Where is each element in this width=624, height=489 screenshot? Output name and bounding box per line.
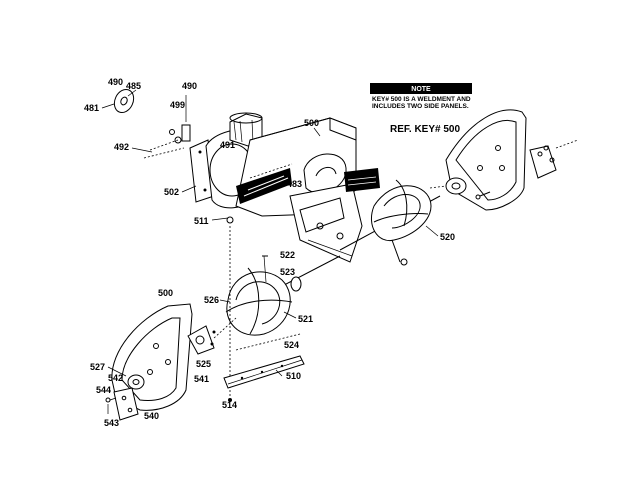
note-box: NOTE KEY# 500 IS A WELDMENT AND INCLUDES… bbox=[370, 83, 472, 110]
callout-522: 522 bbox=[280, 250, 295, 260]
callout-526: 526 bbox=[204, 295, 219, 305]
callout-525: 525 bbox=[196, 359, 211, 369]
callout-511: 511 bbox=[194, 216, 209, 226]
right-auger bbox=[339, 179, 441, 266]
callout-542: 542 bbox=[108, 373, 123, 383]
callout-502: 502 bbox=[164, 187, 179, 197]
callout-523: 523 bbox=[280, 267, 295, 277]
left-side-panel bbox=[105, 303, 237, 421]
shave-plate-bolt bbox=[226, 216, 234, 402]
shave-plate bbox=[223, 333, 305, 389]
callout-500-left: 500 bbox=[158, 288, 173, 298]
callout-500-top: 500 bbox=[304, 118, 319, 128]
callout-labels: 490 485 481 490 499 492 491 502 500 483 … bbox=[84, 77, 455, 428]
callout-483: 483 bbox=[287, 179, 302, 189]
auger-housing bbox=[189, 112, 380, 263]
callout-510: 510 bbox=[286, 371, 301, 381]
bearing-flange-part bbox=[143, 95, 191, 159]
ref-key-label: REF. KEY# 500 bbox=[390, 124, 460, 135]
washer-part bbox=[113, 88, 137, 114]
right-side-panel bbox=[429, 109, 579, 211]
callout-485: 485 bbox=[126, 81, 141, 91]
note-header-bar bbox=[370, 83, 472, 94]
note-line-1: KEY# 500 IS A WELDMENT AND bbox=[372, 96, 471, 103]
callout-520: 520 bbox=[440, 232, 455, 242]
leader-lines bbox=[101, 103, 439, 377]
note-line-2: INCLUDES TWO SIDE PANELS. bbox=[372, 103, 469, 110]
callout-481: 481 bbox=[84, 103, 99, 113]
callout-543: 543 bbox=[104, 418, 119, 428]
callout-544: 544 bbox=[96, 385, 111, 395]
callout-527: 527 bbox=[90, 362, 105, 372]
callout-491: 491 bbox=[220, 140, 235, 150]
callout-492: 492 bbox=[114, 142, 129, 152]
callout-490a: 490 bbox=[108, 77, 123, 87]
callout-541: 541 bbox=[194, 374, 209, 384]
callout-540: 540 bbox=[144, 411, 159, 421]
callout-490b: 490 bbox=[182, 81, 197, 91]
callout-521: 521 bbox=[298, 314, 313, 324]
callout-524: 524 bbox=[284, 340, 299, 350]
note-header: NOTE bbox=[411, 86, 431, 93]
callout-514: 514 bbox=[222, 400, 237, 410]
callout-499: 499 bbox=[170, 100, 185, 110]
left-auger bbox=[225, 255, 341, 336]
